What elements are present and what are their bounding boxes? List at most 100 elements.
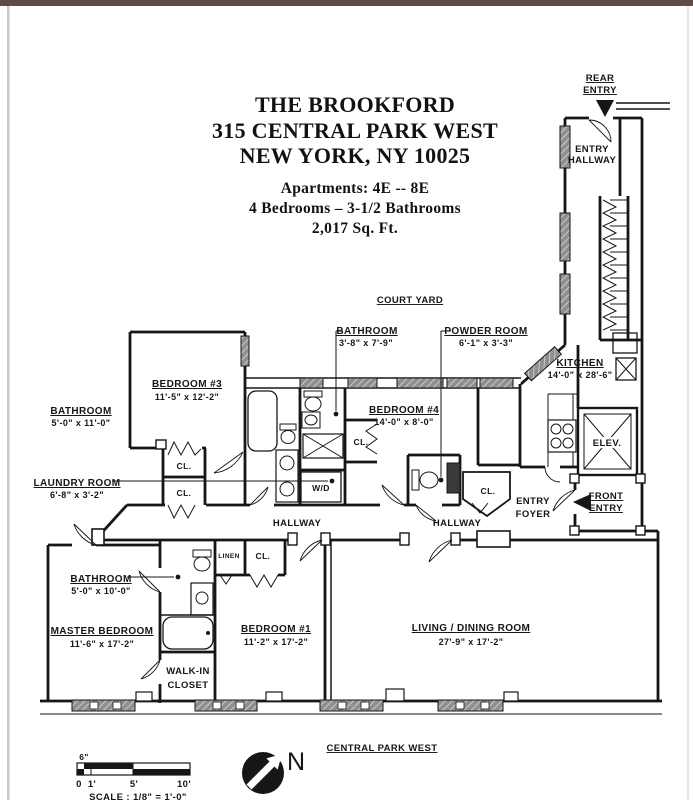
wall-pillar: [569, 525, 580, 536]
bathroom-west-dims: 5'-0" x 11'-0": [52, 418, 111, 428]
bedroom1-dims: 11'-2" x 17'-2": [244, 637, 308, 647]
scale-six-inch-label: 6": [79, 752, 89, 762]
rear-entry-arrow-icon: [596, 100, 614, 117]
browser-edge-bar: [0, 0, 693, 6]
kitchen-dims: 14'-0" x 28'-6": [548, 370, 613, 380]
scale-tick-10: 10': [177, 779, 191, 790]
front-entry-label-2: ENTRY: [589, 503, 623, 514]
toilet-bowl: [419, 471, 439, 489]
powder-vanity: [446, 462, 461, 494]
bedroom4-dims: 14'-0" x 8'-0": [374, 417, 433, 427]
laundry-dims: 6'-8" x 3'-2": [50, 490, 104, 500]
closet-label: CL.: [354, 437, 369, 447]
elevator-label: ELEV.: [593, 438, 622, 449]
bedroom1-label: BEDROOM #1: [241, 624, 311, 635]
toilet-tank: [192, 549, 212, 558]
stove: [547, 419, 577, 453]
wall-pillar: [569, 473, 580, 484]
doors: [73, 119, 612, 680]
north-letter: N: [287, 748, 305, 776]
toilet-tank: [279, 423, 297, 431]
bathroom-master-dims: 5'-0" x 10'-0": [71, 586, 130, 596]
scale-bar-ticks: [90, 763, 134, 775]
courtyard-window-3: [396, 377, 444, 389]
exterior-walls: [40, 116, 662, 703]
leader-lines: [112, 330, 451, 578]
linen-label: LINEN: [218, 553, 240, 560]
window-mullion: [337, 701, 347, 710]
window-mullion: [480, 701, 490, 710]
wall-pillar: [635, 473, 646, 484]
closet-label: CL.: [256, 551, 271, 561]
street-window-4: [437, 699, 504, 712]
walkin-closet-label-2: CLOSET: [168, 680, 209, 691]
building-name: THE BROOKFORD: [255, 92, 455, 117]
area-line: 2,017 Sq. Ft.: [312, 220, 398, 237]
toilet-tank: [411, 469, 420, 491]
bedroom3-window: [240, 335, 250, 367]
court-yard-label: COURT YARD: [377, 295, 443, 306]
foyer-closet: [462, 471, 511, 518]
stair-zigzag: [601, 199, 618, 331]
washer-dryer: [300, 471, 342, 503]
stove-burner: [562, 423, 574, 435]
street-window-3: [319, 699, 384, 712]
north-arrow: N: [242, 748, 305, 794]
living-dining-label: LIVING / DINING ROOM: [412, 623, 531, 634]
sink-basin: [195, 591, 209, 605]
entry-hallway-label-2: HALLWAY: [568, 155, 617, 166]
entry-hallway-window-3: [559, 273, 571, 315]
bedroom3-dims: 11'-5" x 12'-2": [155, 392, 219, 402]
tub-faucet: [206, 631, 210, 635]
scale-bar: 6" 0 1' 5' 10' SCALE : 1/8" = 1'-0": [76, 752, 191, 800]
leader-dot-laundry: [329, 478, 335, 484]
courtyard-window-2: [347, 377, 378, 389]
hallway-right-label: HALLWAY: [433, 518, 482, 529]
page-left-edge: [7, 6, 10, 800]
bathroom-mid-label: BATHROOM: [336, 326, 397, 337]
front-entry-arrow-icon: [573, 494, 591, 511]
entry-foyer-label-2: FOYER: [516, 509, 551, 520]
stove-burner: [550, 437, 562, 449]
dumbwaiter-x: [615, 357, 637, 381]
street-label: CENTRAL PARK WEST: [327, 743, 438, 754]
elevator-cab: [583, 413, 632, 470]
powder-room-label: POWDER ROOM: [444, 326, 527, 337]
apartments-line: Apartments: 4E -- 8E: [281, 180, 430, 197]
sink-vanity: [301, 411, 321, 429]
hallway-left-label: HALLWAY: [273, 518, 322, 529]
wall-pillar: [320, 532, 331, 546]
wall-pillar: [155, 439, 167, 450]
rear-entry-label-2: ENTRY: [583, 85, 617, 96]
sink-basin: [279, 481, 295, 497]
wall-pillar: [635, 525, 646, 536]
sink-basin: [304, 414, 318, 426]
wall-step: [503, 691, 519, 702]
window-mullion: [360, 701, 370, 710]
scale-bar-segment: [84, 763, 133, 769]
elevator: ELEV.: [576, 332, 639, 477]
elevator-label-bg: [590, 437, 624, 448]
rear-entry-label-1: REAR: [586, 73, 615, 84]
kitchen-diagonal-window: [523, 346, 562, 382]
wall-step: [135, 691, 153, 702]
scale-tick-0: 0: [76, 779, 82, 790]
master-bedroom-dims: 11'-6" x 17'-2": [70, 639, 134, 649]
laundry-label: LAUNDRY ROOM: [33, 478, 120, 489]
leader-dot-bathroom: [333, 411, 339, 417]
beds-baths-line: 4 Bedrooms – 3-1/2 Bathrooms: [249, 200, 461, 217]
living-dining-dims: 27'-9" x 17'-2": [439, 637, 504, 647]
closet-label: CL.: [177, 488, 192, 498]
sink-vanity: [190, 582, 214, 616]
leader-dot-powder: [438, 477, 444, 483]
wall-pillar: [399, 532, 410, 546]
scale-bar-segment: [77, 769, 84, 775]
wall-caps: [91, 439, 646, 702]
toilet-tank: [303, 390, 323, 398]
sink-basin: [279, 455, 295, 471]
powder-room-dims: 6'-1" x 3'-3": [459, 338, 513, 348]
stair-rungs: [610, 199, 628, 331]
walkin-closet-label-1: WALK-IN: [166, 666, 209, 677]
